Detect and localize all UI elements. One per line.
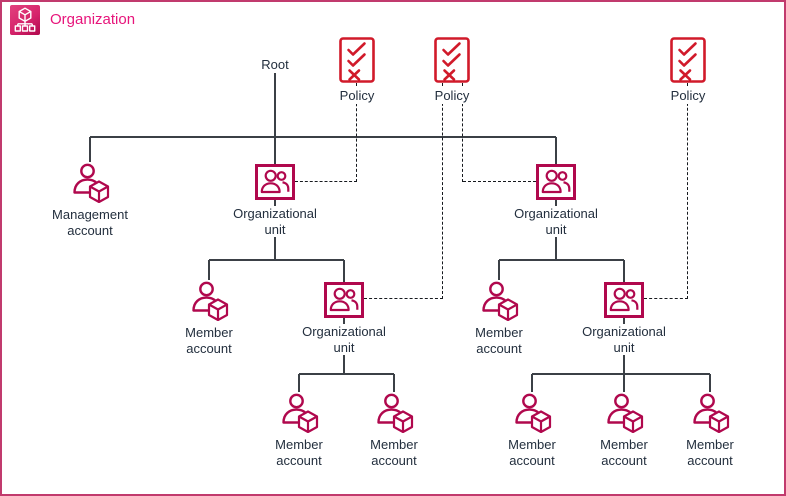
account-icon <box>478 279 520 321</box>
member-account-5-label: Member account <box>477 437 587 468</box>
hierarchy-line <box>298 374 300 392</box>
organizational-unit-icon <box>255 164 295 200</box>
hierarchy-line <box>89 137 91 162</box>
policy-3-label: Policy <box>633 88 743 104</box>
account-icon <box>188 279 230 321</box>
organizational-unit-icon <box>536 164 576 200</box>
organizational-unit-icon <box>604 282 644 318</box>
member-account-4-label: Member account <box>339 437 449 468</box>
hierarchy-line <box>498 260 500 280</box>
hierarchy-line <box>623 260 625 282</box>
member-account-2-label: Member account <box>444 325 554 356</box>
member-account-3-label: Member account <box>244 437 354 468</box>
policy-icon <box>339 37 375 83</box>
account-icon <box>603 391 645 433</box>
member-account-1-label: Member account <box>154 325 264 356</box>
policy-attachment-line <box>644 298 688 299</box>
hierarchy-line <box>555 137 557 164</box>
organization-group-title: Organization <box>50 11 136 28</box>
policy-attachment-line <box>295 181 357 182</box>
hierarchy-line <box>499 259 624 261</box>
account-icon <box>373 391 415 433</box>
hierarchy-line <box>274 137 276 164</box>
policy-2-label: Policy <box>397 88 507 104</box>
member-account-7-label: Member account <box>655 437 765 468</box>
hierarchy-line <box>209 259 344 261</box>
policy-attachment-line <box>442 83 443 299</box>
hierarchy-line <box>208 260 210 280</box>
organizational-unit-1-label: Organizational unit <box>220 206 330 237</box>
hierarchy-line <box>532 373 710 375</box>
organizational-unit-2-label: Organizational unit <box>501 206 611 237</box>
aws-organizations-icon <box>10 5 40 35</box>
hierarchy-line <box>531 374 533 392</box>
account-icon <box>689 391 731 433</box>
organizational-unit-3-label: Organizational unit <box>289 324 399 355</box>
organizational-unit-icon <box>324 282 364 318</box>
policy-attachment-line <box>356 83 357 182</box>
management-account-label: Management account <box>35 207 145 238</box>
account-icon <box>69 161 111 203</box>
policy-icon <box>434 37 470 83</box>
policy-attachment-line <box>462 83 463 182</box>
account-icon <box>511 391 553 433</box>
organizational-unit-4-label: Organizational unit <box>569 324 679 355</box>
policy-attachment-line <box>687 83 688 299</box>
hierarchy-line <box>299 373 394 375</box>
hierarchy-line <box>90 136 556 138</box>
account-icon <box>278 391 320 433</box>
root-label: Root <box>220 57 330 73</box>
policy-icon <box>670 37 706 83</box>
policy-attachment-line <box>364 298 443 299</box>
hierarchy-line <box>343 260 345 282</box>
hierarchy-line <box>623 374 625 392</box>
hierarchy-line <box>274 73 276 137</box>
policy-1-label: Policy <box>302 88 412 104</box>
hierarchy-line <box>709 374 711 392</box>
policy-attachment-line <box>463 181 536 182</box>
hierarchy-line <box>393 374 395 392</box>
